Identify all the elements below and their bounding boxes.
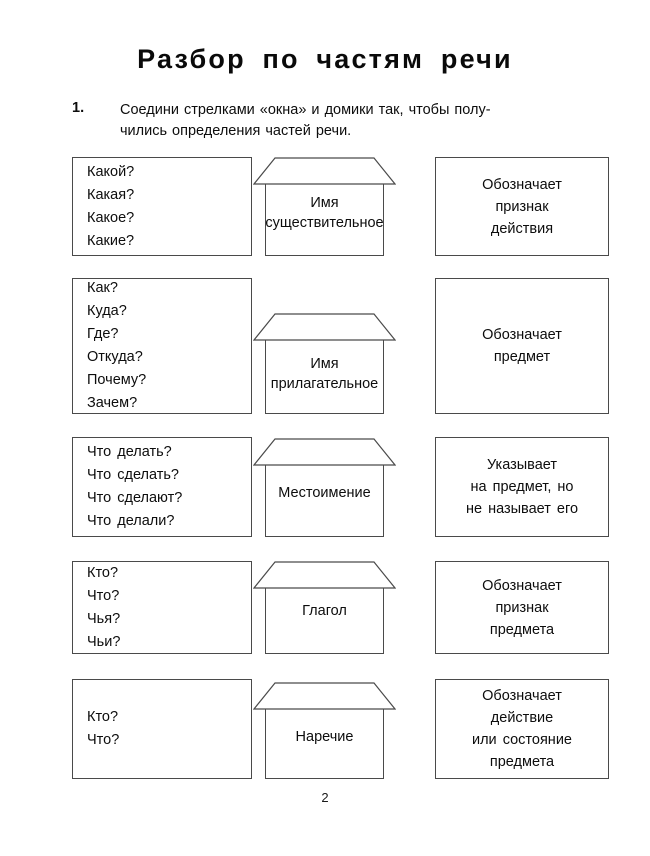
house-roof-icon	[252, 313, 397, 341]
definition-box[interactable]: Обозначает действие или состояние предмета	[435, 679, 609, 779]
definition-line: Обозначает	[482, 577, 562, 594]
page-number: 2	[321, 790, 329, 805]
page-title: Разбор по частям речи	[137, 44, 513, 74]
definition-line: Обозначает	[482, 688, 562, 704]
question-box[interactable]: Что делать? Что сделать? Что сделают? Что д…	[72, 437, 252, 537]
question-line: Откуда?	[87, 349, 143, 365]
definition-box[interactable]: Обозначает признак предмета	[435, 561, 609, 654]
question-line: Что делали?	[87, 513, 175, 529]
question-line: Кто?	[87, 564, 119, 581]
question-line: Куда?	[87, 303, 127, 319]
definition-line: предмета	[489, 754, 555, 770]
definition-line: признак	[495, 599, 549, 616]
part-of-speech-house[interactable]: Имя прилагательное	[252, 278, 397, 414]
question-line: Что?	[87, 587, 120, 604]
house-roof-icon	[252, 682, 397, 710]
definition-box[interactable]: Указывает на предмет, но не называет его	[435, 437, 609, 537]
definition-box[interactable]: Обозначает предмет	[435, 278, 609, 414]
definition-text: Обозначает признак предмета	[442, 575, 602, 641]
definition-line: Обозначает	[482, 176, 562, 193]
question-line: Какой?	[87, 163, 135, 180]
house-label-line: Имя	[310, 356, 339, 372]
house-body	[265, 709, 384, 779]
question-line: Что?	[87, 732, 120, 748]
matching-row: Как? Куда? Где? Откуда? Почему? Зачем? Имя прил…	[0, 278, 650, 414]
house-roof-icon	[252, 438, 397, 466]
house-label: Местоимение	[253, 483, 396, 503]
definition-line: или состояние	[472, 732, 572, 748]
question-box[interactable]: Как? Куда? Где? Откуда? Почему? Зачем?	[72, 278, 252, 414]
task-instruction-line-1: Соедини стрелками «окна» и домики так, ч…	[120, 102, 491, 118]
question-line: Как?	[87, 280, 118, 296]
part-of-speech-house[interactable]: Наречие	[252, 679, 397, 779]
question-list: Какой? Какая? Какое? Какие?	[87, 161, 243, 253]
house-label-line: Глагол	[302, 603, 347, 619]
matching-row: Что делать? Что сделать? Что сделают? Что д…	[0, 437, 650, 537]
matching-row: Кто? Что? Наречие Обозначает действие или сос…	[0, 679, 650, 779]
definition-line: Обозначает	[482, 327, 562, 343]
definition-text: Обозначает предмет	[442, 324, 602, 368]
task-instruction-line-2: чились определения частей речи.	[120, 123, 352, 139]
part-of-speech-house[interactable]: Местоимение	[252, 437, 397, 537]
question-line: Где?	[87, 326, 119, 342]
definition-line: Указывает	[486, 457, 558, 473]
house-label-line: Имя	[310, 195, 339, 211]
definition-text: Указывает на предмет, но не называет его	[442, 454, 602, 520]
definition-line: действие	[490, 710, 554, 726]
house-body	[265, 465, 384, 537]
question-line: Почему?	[87, 372, 147, 388]
house-label-line: Местоимение	[278, 485, 371, 501]
house-label: Имя существительное	[253, 193, 396, 233]
house-label-line: прилагательное	[270, 376, 379, 392]
question-line: Какое?	[87, 209, 135, 226]
house-label-line: Наречие	[295, 729, 354, 745]
question-line: Чьи?	[87, 633, 121, 650]
definition-line: действия	[490, 220, 554, 237]
question-box[interactable]: Кто? Что?	[72, 679, 252, 779]
definition-text: Обозначает признак действия	[442, 174, 602, 240]
question-box[interactable]: Кто? Что? Чья? Чьи?	[72, 561, 252, 654]
house-label: Наречие	[253, 727, 396, 747]
question-list: Как? Куда? Где? Откуда? Почему? Зачем?	[87, 277, 243, 415]
question-line: Что сделать?	[87, 467, 179, 483]
definition-line: не называет его	[465, 501, 579, 517]
question-list: Что делать? Что сделать? Что сделают? Что д…	[87, 441, 243, 533]
house-roof-icon	[252, 561, 397, 589]
house-roof-icon	[252, 157, 397, 185]
definition-box[interactable]: Обозначает признак действия	[435, 157, 609, 256]
definition-line: предмет	[493, 349, 551, 365]
question-list: Кто? Что? Чья? Чьи?	[87, 562, 243, 654]
question-line: Зачем?	[87, 395, 138, 411]
definition-line: на предмет, но	[470, 479, 574, 495]
question-line: Какая?	[87, 186, 135, 203]
part-of-speech-house[interactable]: Глагол	[252, 561, 397, 654]
house-body	[265, 340, 384, 414]
question-line: Что сделают?	[87, 490, 183, 506]
house-body	[265, 184, 384, 256]
question-box[interactable]: Какой? Какая? Какое? Какие?	[72, 157, 252, 256]
definition-line: признак	[495, 198, 549, 215]
house-body	[265, 586, 384, 654]
question-line: Кто?	[87, 709, 119, 725]
question-list: Кто? Что?	[87, 706, 243, 752]
question-line: Что делать?	[87, 444, 172, 460]
question-line: Чья?	[87, 610, 121, 627]
question-line: Какие?	[87, 232, 135, 249]
definition-line: предмета	[489, 621, 555, 638]
definition-text: Обозначает действие или состояние предмета	[442, 685, 602, 773]
task-instruction: Соедини стрелками «окна» и домики так, ч…	[120, 100, 612, 142]
matching-row: Какой? Какая? Какое? Какие? Имя существительн…	[0, 157, 650, 256]
part-of-speech-house[interactable]: Имя существительное	[252, 157, 397, 256]
house-label: Имя прилагательное	[253, 354, 396, 394]
house-label: Глагол	[253, 601, 396, 621]
matching-row: Кто? Что? Чья? Чьи? Глагол Обозначает признак п…	[0, 561, 650, 654]
house-label-line: существительное	[265, 215, 384, 231]
task-number: 1.	[72, 100, 85, 116]
